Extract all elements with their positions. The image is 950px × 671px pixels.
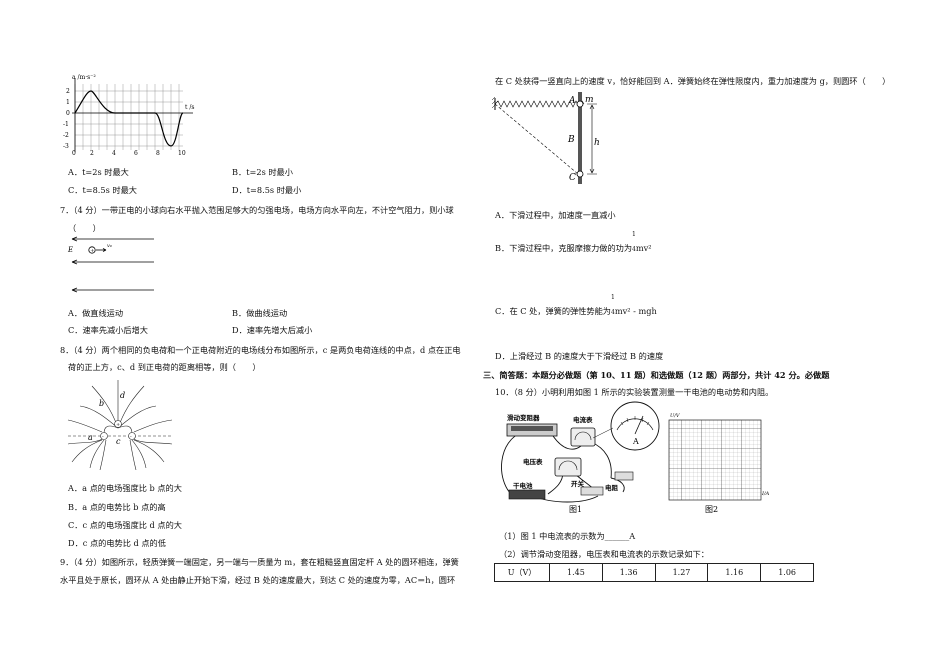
grid-xlabel: I/A bbox=[761, 491, 770, 497]
q8-label-d: d bbox=[120, 391, 125, 400]
q7-stem: 7．（4 分）一带正电的小球向右水平抛入范围足够大的匀强电场，电场方向水平向左，… bbox=[60, 205, 454, 215]
label-rheostat: 滑动变阻器 bbox=[507, 413, 540, 422]
grid-ylabel: U/V bbox=[670, 413, 681, 419]
ytick: -3 bbox=[63, 143, 69, 150]
xtick: 0 bbox=[72, 150, 76, 157]
xtick: 2 bbox=[90, 150, 94, 157]
fig-label-h: h bbox=[594, 138, 600, 148]
acceleration-time-graph: a /m·s⁻² t /s 2 1 0 -1 -2 -3 0 2 4 6 8 1… bbox=[63, 74, 194, 157]
table-cell: 1.06 bbox=[760, 563, 814, 582]
q8-stem-2: 荷的正上方，c、d 到正电荷的距离相等，则（ ） bbox=[68, 362, 261, 372]
fraction-denominator: 4 bbox=[632, 246, 636, 253]
xtick: 8 bbox=[156, 150, 160, 157]
ytick: -1 bbox=[63, 121, 69, 128]
label-switch: 开关 bbox=[571, 479, 585, 488]
table-cell: 1.27 bbox=[654, 563, 709, 582]
q7-stem-2: （ ） bbox=[68, 223, 101, 233]
q9-stem-2: 水平且处于原长，圆环从 A 处由静止开始下滑，经过 B 处的速度最大，到达 C … bbox=[60, 575, 456, 585]
q8-stem: 8．（4 分）两个相同的负电荷和一个正电荷附近的电场线分布如图所示，c 是两负电… bbox=[60, 345, 461, 355]
q9-option-c-text: C．在 C 处，弹簧的弹性势能为 bbox=[495, 306, 611, 316]
table-row: U（V） 1.45 1.36 1.27 1.16 1.06 bbox=[494, 563, 814, 582]
fig-label-b: B bbox=[567, 135, 575, 145]
table-cell: 1.36 bbox=[601, 563, 656, 582]
table-header-cell: U（V） bbox=[494, 563, 550, 582]
left-column: a /m·s⁻² t /s 2 1 0 -1 -2 -3 0 2 4 6 8 1… bbox=[60, 74, 461, 585]
q7-option-c: C．速率先减小后增大 bbox=[68, 325, 148, 335]
label-ammeter: 电流表 bbox=[573, 415, 593, 424]
fig-label-c: C bbox=[569, 173, 576, 183]
q6-option-d: D．t=8.5s 时最小 bbox=[232, 185, 302, 195]
voltage-table: U（V） 1.45 1.36 1.27 1.16 1.06 bbox=[494, 563, 814, 582]
label-battery: 干电池 bbox=[513, 481, 533, 490]
svg-text:+: + bbox=[116, 422, 120, 428]
q7-option-b: B．做曲线运动 bbox=[232, 308, 288, 318]
q10-part-2: （2）调节滑动变阻器，电压表和电流表的示数记录如下： bbox=[499, 549, 709, 559]
q10-figure-2-grid: U/V I/A 图2 bbox=[668, 413, 770, 514]
q10-stem: 10．（8 分）小明利用如图 1 所示的实验装置测量一干电池的电动势和内阻。 bbox=[495, 387, 774, 397]
q9-option-b-text: B．下滑过程中，克服摩擦力做的功为 bbox=[495, 243, 633, 253]
fraction-denominator: 4 bbox=[611, 309, 615, 316]
section-heading: 三、简答题：本题分必做题（第 10、11 题）和选做题（12 题）两部分，共计 … bbox=[483, 370, 830, 380]
q8-field-lines-figure: - - + d b a c bbox=[67, 380, 173, 470]
q8-label-b: b bbox=[99, 399, 104, 408]
q7-label-v0: v₀ bbox=[107, 243, 112, 249]
svg-text:-: - bbox=[102, 434, 104, 440]
q7-option-a: A．做直线运动 bbox=[68, 308, 124, 318]
figure-2-caption: 图2 bbox=[705, 505, 718, 514]
q8-label-a: a bbox=[88, 433, 93, 442]
ytick: 1 bbox=[66, 99, 70, 106]
ytick: 0 bbox=[66, 110, 70, 117]
label-voltmeter: 电压表 bbox=[523, 457, 543, 466]
ammeter-symbol: A bbox=[632, 437, 639, 446]
q7-field-figure: + E v₀ bbox=[67, 236, 154, 293]
table-cell: 1.45 bbox=[549, 563, 603, 582]
figure-1-caption: 图1 bbox=[569, 505, 582, 514]
q6-option-b: B．t=2s 时最小 bbox=[232, 167, 293, 177]
ytick: -2 bbox=[63, 132, 69, 139]
q9-option-b-tail: mv² bbox=[635, 243, 652, 253]
q8-label-c: c bbox=[116, 437, 121, 446]
q9-option-d: D．上滑经过 B 的速度大于下滑经过 B 的速度 bbox=[495, 351, 664, 361]
q8-option-b: B．a 点的电势比 b 点的高 bbox=[68, 502, 166, 512]
graph-xlabel: t /s bbox=[185, 104, 194, 111]
right-column: 在 C 处获得一竖直向上的速度 v，恰好能回到 A．弹簧始终在弹性限度内，重力加… bbox=[475, 0, 950, 671]
fig-label-a: A bbox=[568, 96, 576, 106]
q9-option-a: A．下滑过程中，加速度一直减小 bbox=[495, 210, 616, 220]
q8-option-a: A．a 点的电场强度比 b 点的大 bbox=[68, 483, 182, 493]
fraction-numerator: 1 bbox=[611, 294, 615, 301]
xtick: 4 bbox=[112, 150, 116, 157]
q7-option-d: D．速率先增大后减小 bbox=[232, 325, 313, 335]
q10-part-1: （1）图 1 中电流表的示数为______A bbox=[499, 531, 636, 541]
xtick: 10 bbox=[178, 150, 186, 157]
table-cell: 1.16 bbox=[707, 563, 762, 582]
svg-text:-: - bbox=[130, 434, 132, 440]
ytick: 2 bbox=[66, 88, 70, 95]
graph-ylabel: a /m·s⁻² bbox=[72, 74, 96, 81]
q9-stem-continued: 在 C 处获得一竖直向上的速度 v，恰好能回到 A．弹簧始终在弹性限度内，重力加… bbox=[495, 76, 891, 86]
q7-label-e: E bbox=[67, 246, 73, 254]
q6-option-c: C．t=8.5s 时最大 bbox=[68, 185, 137, 195]
xtick: 6 bbox=[134, 150, 138, 157]
svg-text:+: + bbox=[90, 248, 94, 254]
q6-option-a: A．t=2s 时最大 bbox=[68, 167, 129, 177]
q10-figure-1-apparatus: A 滑动变阻器 电流表 电压表 干电池 开关 电阻 图1 bbox=[501, 401, 660, 514]
q8-option-d: D．c 点的电势比 d 点的低 bbox=[68, 538, 166, 548]
label-resistor: 电阻 bbox=[605, 483, 619, 492]
fraction-numerator: 1 bbox=[632, 231, 636, 238]
q9-stem: 9．（4 分）如图所示，轻质弹簧一端固定，另一端与一质量为 m，套在粗糙竖直固定… bbox=[60, 557, 459, 567]
fig-label-m: m bbox=[585, 95, 594, 105]
q8-option-c: C．c 点的电场强度比 d 点的大 bbox=[68, 520, 182, 530]
q9-spring-rod-figure: A m B h C bbox=[491, 92, 600, 184]
q9-option-c-tail: mv² - mgh bbox=[614, 306, 657, 316]
